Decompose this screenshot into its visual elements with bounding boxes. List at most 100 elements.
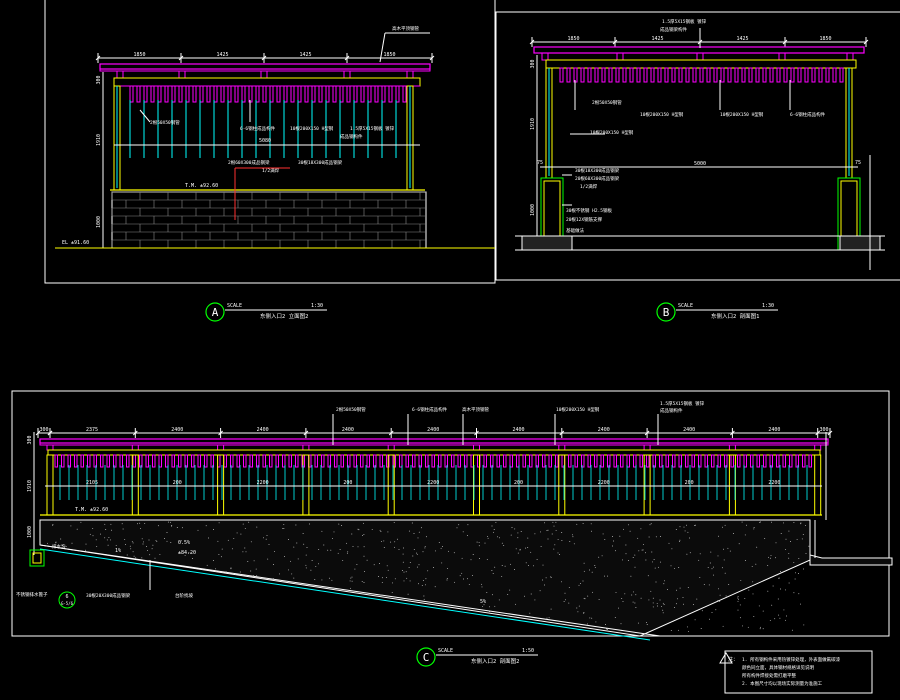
hatch-dot bbox=[349, 580, 351, 582]
hatch-dot bbox=[132, 551, 134, 553]
hatch-dot bbox=[699, 577, 701, 579]
hatch-dot bbox=[288, 569, 290, 571]
hatch-dot bbox=[557, 552, 559, 554]
scale-value: 1:30 bbox=[311, 303, 323, 309]
hatch-dot bbox=[801, 538, 803, 540]
hatch-dot bbox=[591, 617, 593, 619]
slat bbox=[483, 454, 487, 468]
callout-text: 成品钢梁构件 bbox=[660, 26, 687, 33]
hatch-dot bbox=[805, 553, 807, 555]
hatch-dot bbox=[132, 542, 134, 544]
hatch-dot bbox=[784, 589, 786, 591]
hatch-dot bbox=[406, 577, 408, 579]
scale-label: SCALE bbox=[227, 303, 242, 309]
hatch-dot bbox=[627, 560, 629, 562]
slat bbox=[769, 67, 774, 83]
notes-line: 2. 本图尺寸均以现场实际测量为准施工 bbox=[742, 680, 823, 687]
slat bbox=[347, 454, 351, 468]
hatch-dot bbox=[284, 556, 285, 558]
hatch-dot bbox=[148, 539, 150, 541]
hatch-dot bbox=[236, 532, 238, 534]
hatch-dot bbox=[180, 540, 182, 542]
hatch-dot bbox=[171, 524, 173, 526]
slat bbox=[314, 454, 318, 468]
hatch-dot bbox=[47, 542, 48, 544]
hatch-dot bbox=[641, 549, 643, 551]
slat bbox=[61, 454, 65, 468]
hatch-dot bbox=[662, 612, 664, 614]
hatch-dot bbox=[403, 571, 405, 573]
hatch-dot bbox=[212, 560, 214, 561]
dim-mid-label: 200 bbox=[514, 480, 523, 486]
ground-level-left: EL ±91.60 bbox=[62, 240, 89, 246]
hatch-dot bbox=[759, 628, 761, 630]
hatch-dot bbox=[739, 617, 741, 619]
hatch-dot bbox=[652, 606, 654, 608]
hatch-dot bbox=[687, 587, 689, 589]
hatch-dot bbox=[612, 545, 613, 547]
hatch-dot bbox=[640, 597, 642, 599]
slat bbox=[594, 67, 599, 83]
hatch-dot bbox=[288, 539, 289, 540]
hatch-dot bbox=[620, 623, 622, 625]
callout-text: 成品钢构件 bbox=[660, 407, 683, 414]
hatch-dot bbox=[424, 545, 426, 547]
notes-frame bbox=[724, 650, 873, 694]
hatch-dot bbox=[545, 577, 547, 579]
hatch-dot bbox=[769, 619, 771, 621]
hatch-dot bbox=[515, 603, 517, 605]
callout-text: 排水沟 bbox=[52, 543, 66, 550]
hatch-dot bbox=[800, 522, 802, 524]
dim-tick bbox=[132, 430, 138, 436]
dim-tick bbox=[344, 55, 350, 61]
hatch-dot bbox=[520, 531, 522, 532]
hatch-dot bbox=[427, 570, 429, 572]
slat bbox=[496, 454, 500, 468]
hatch-dot bbox=[487, 535, 489, 537]
slat bbox=[692, 67, 697, 83]
hatch-dot bbox=[362, 522, 364, 524]
hatch-dot bbox=[290, 560, 292, 562]
hatch-dot bbox=[718, 535, 719, 537]
hatch-dot bbox=[762, 628, 764, 630]
slat bbox=[613, 454, 617, 468]
hatch-dot bbox=[744, 534, 746, 536]
slat bbox=[340, 454, 344, 468]
slat bbox=[797, 67, 802, 83]
dim-tick bbox=[218, 430, 223, 436]
hatch-dot bbox=[306, 547, 308, 548]
hatch-dot bbox=[654, 567, 656, 569]
hatch-dot bbox=[486, 558, 488, 560]
hatch-dot bbox=[795, 572, 796, 574]
hatch-dot bbox=[788, 530, 790, 532]
hatch-dot bbox=[387, 531, 389, 533]
hatch-dot bbox=[606, 629, 608, 630]
slat bbox=[601, 67, 606, 83]
hatch-dot bbox=[468, 583, 470, 585]
hatch-dot bbox=[471, 575, 473, 577]
hatch-dot bbox=[402, 561, 404, 563]
hatch-dot bbox=[687, 531, 689, 533]
hatch-dot bbox=[717, 600, 719, 601]
slat bbox=[269, 454, 273, 468]
hatch-dot bbox=[80, 521, 82, 523]
side-dim-label: 300 bbox=[27, 435, 33, 444]
hatch-dot bbox=[771, 604, 773, 606]
hatch-dot bbox=[106, 539, 108, 541]
hatch-dot bbox=[190, 552, 192, 554]
hatch-dot bbox=[655, 536, 657, 538]
dim-mid-label: 2200 bbox=[598, 480, 610, 486]
slat bbox=[275, 454, 279, 468]
hatch-dot bbox=[793, 561, 795, 563]
hatch-dot bbox=[632, 557, 634, 558]
dim-tick bbox=[178, 55, 184, 61]
view-circle-letter: B bbox=[663, 306, 670, 319]
hatch-dot bbox=[550, 608, 552, 610]
hatch-dot bbox=[676, 589, 677, 591]
hatch-dot bbox=[268, 544, 270, 546]
slat bbox=[795, 454, 799, 468]
dim-top-label: 2400 bbox=[257, 427, 269, 433]
hatch-dot bbox=[351, 533, 353, 535]
hatch-dot bbox=[571, 534, 573, 536]
hatch-dot bbox=[486, 592, 488, 594]
